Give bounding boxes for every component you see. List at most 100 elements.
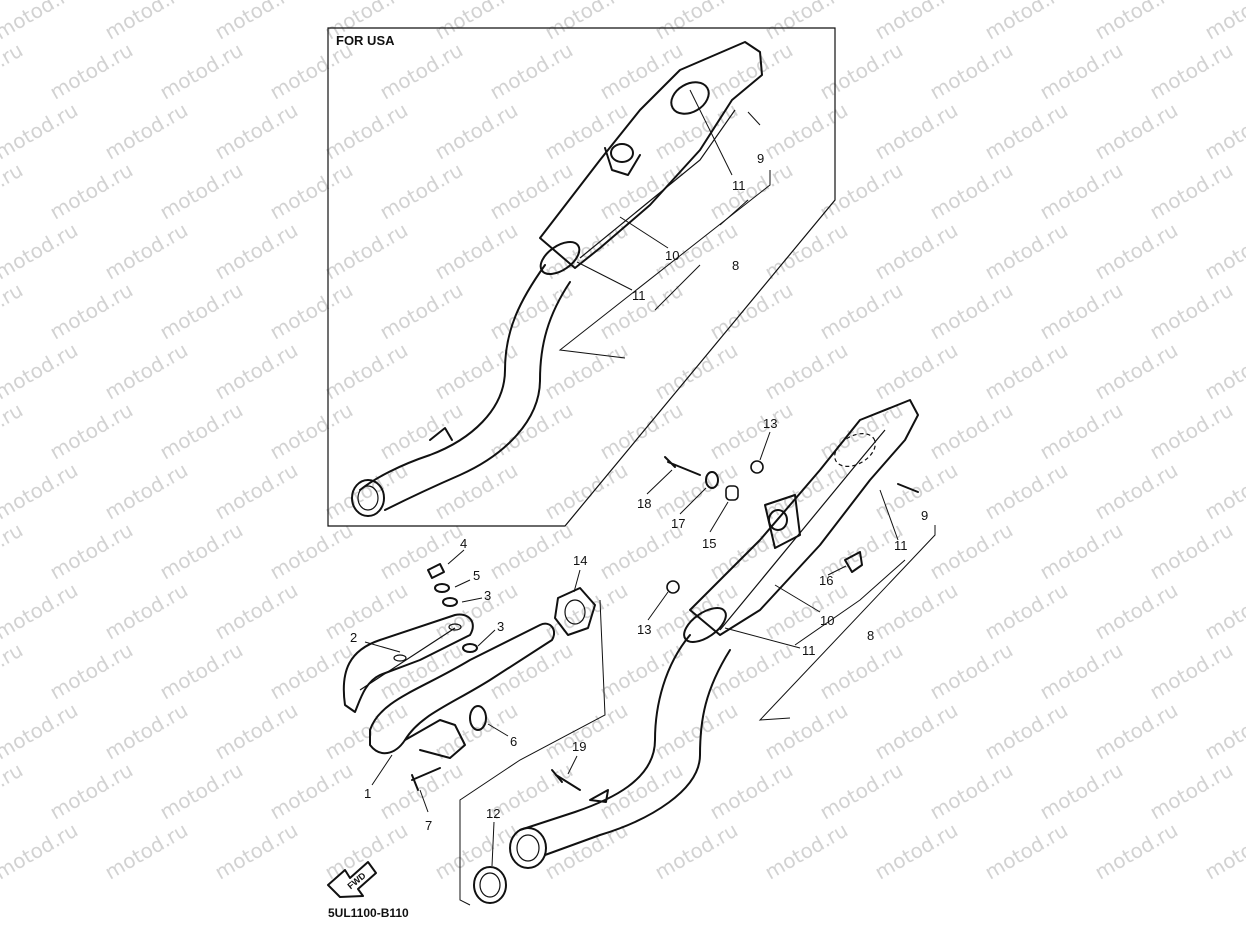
watermark-text: motod.ru <box>981 458 1072 525</box>
label-10-inset: 10 <box>665 248 679 263</box>
watermark-text: motod.ru <box>211 458 302 525</box>
watermark-text: motod.ru <box>46 518 137 585</box>
watermark-text: motod.ru <box>871 338 962 405</box>
watermark-text: motod.ru <box>651 578 742 645</box>
watermark-text: motod.ru <box>321 818 412 885</box>
watermark-text: motod.ru <box>871 0 962 44</box>
watermark-text: motod.ru <box>1146 278 1237 345</box>
watermark-text: motod.ru <box>761 218 852 285</box>
watermark-text: motod.ru <box>156 158 247 225</box>
label-5: 5 <box>473 568 480 583</box>
watermark-text: motod.ru <box>706 158 797 225</box>
watermark-text: motod.ru <box>376 518 467 585</box>
watermark-text: motod.ru <box>596 758 687 825</box>
watermark-text: motod.ru <box>706 278 797 345</box>
label-11-inset-a: 11 <box>732 178 746 193</box>
watermark-text: motod.ru <box>651 698 742 765</box>
label-3a: 3 <box>484 588 491 603</box>
watermark-text: motod.ru <box>981 98 1072 165</box>
watermark-text: motod.ru <box>376 158 467 225</box>
watermark-text: motod.ru <box>761 0 852 44</box>
watermark-text: motod.ru <box>926 38 1017 105</box>
watermark-text: motod.ru <box>486 398 577 465</box>
watermark-text: motod.ru <box>156 638 247 705</box>
part-labels: 4 5 3 2 3 14 6 1 7 12 19 13 13 18 17 15 … <box>350 416 928 833</box>
watermark-text: motod.ru <box>1036 38 1127 105</box>
label-9-inset: 9 <box>757 151 764 166</box>
watermark-text: motod.ru <box>1036 158 1127 225</box>
watermark-text: motod.ru <box>46 398 137 465</box>
watermark-text: motod.ru <box>596 398 687 465</box>
watermark-text: motod.ru <box>1201 578 1246 645</box>
drawing-code: 5UL1100-B110 <box>328 906 409 920</box>
watermark-text: motod.ru <box>486 38 577 105</box>
watermark-text: motod.ru <box>761 698 852 765</box>
watermark-text: motod.ru <box>101 0 192 44</box>
inset-frame <box>327 27 836 527</box>
watermark-text: motod.ru <box>1146 158 1237 225</box>
watermark-text: motod.ru <box>0 578 82 645</box>
watermark-text: motod.ru <box>266 398 357 465</box>
watermark-text: motod.ru <box>871 698 962 765</box>
watermark-text: motod.ru <box>761 578 852 645</box>
watermark-text: motod.ru <box>156 518 247 585</box>
watermark-text: motod.ru <box>1091 98 1182 165</box>
watermark-text: motod.ru <box>321 98 412 165</box>
muffler-assembly <box>473 399 936 904</box>
watermark-text: motod.ru <box>761 458 852 525</box>
watermark-text: motod.ru <box>101 458 192 525</box>
watermark-text: motod.ru <box>981 698 1072 765</box>
watermark-text: motod.ru <box>486 638 577 705</box>
watermark-text: motod.ru <box>486 518 577 585</box>
watermark-text: motod.ru <box>926 278 1017 345</box>
watermark-text: motod.ru <box>541 98 632 165</box>
watermark-text: motod.ru <box>101 578 192 645</box>
watermark-text: motod.ru <box>1091 338 1182 405</box>
watermark-text: motod.ru <box>266 518 357 585</box>
watermark-text: motod.ru <box>101 338 192 405</box>
watermark-text: motod.ru <box>486 278 577 345</box>
watermark-text: motod.ru <box>981 338 1072 405</box>
label-11-main-b: 11 <box>802 643 816 658</box>
watermark-text: motod.ru <box>706 38 797 105</box>
watermark-text: motod.ru <box>871 578 962 645</box>
watermark-text: motod.ru <box>541 0 632 44</box>
watermark-text: motod.ru <box>1146 398 1237 465</box>
watermark-text: motod.ru <box>266 758 357 825</box>
watermark-text: motod.ru <box>1201 818 1246 885</box>
label-15: 15 <box>702 536 716 551</box>
watermark-text: motod.ru <box>46 38 137 105</box>
watermark-text: motod.ru <box>0 0 82 44</box>
watermark-text: motod.ru <box>431 698 522 765</box>
watermark-text: motod.ru <box>0 218 82 285</box>
watermark-text: motod.ru <box>266 278 357 345</box>
watermark-text: motod.ru <box>376 758 467 825</box>
watermark-text: motod.ru <box>266 158 357 225</box>
usa-inset: FOR USA 9 11 10 8 11 <box>327 27 836 527</box>
watermark-text: motod.ru <box>211 98 302 165</box>
watermark-text: motod.ru <box>706 758 797 825</box>
watermark-text: motod.ru <box>0 38 27 105</box>
watermark-text: motod.ru <box>0 398 27 465</box>
watermark-text: motod.ru <box>1091 0 1182 44</box>
watermark-text: motod.ru <box>816 758 907 825</box>
watermark-text: motod.ru <box>761 338 852 405</box>
watermark-text: motod.ru <box>431 98 522 165</box>
watermark-text: motod.ru <box>981 818 1072 885</box>
header-pipe-assembly <box>342 563 606 906</box>
watermark-text: motod.ru <box>0 818 82 885</box>
watermark-text: motod.ru <box>816 278 907 345</box>
label-6: 6 <box>510 734 517 749</box>
label-9-main: 9 <box>921 508 928 523</box>
watermark-text: motod.ru <box>101 98 192 165</box>
watermark-text: motod.ru <box>211 218 302 285</box>
watermark-text: motod.ru <box>0 98 82 165</box>
watermark-text: motod.ru <box>321 338 412 405</box>
inset-title: FOR USA <box>336 33 395 48</box>
watermark-text: motod.ru <box>1036 758 1127 825</box>
watermark-text: motod.ru <box>1091 578 1182 645</box>
watermark-text: motod.ru <box>1036 398 1127 465</box>
watermark-text: motod.ru <box>926 158 1017 225</box>
watermark-text: motod.ru <box>1201 698 1246 765</box>
label-18: 18 <box>637 496 651 511</box>
